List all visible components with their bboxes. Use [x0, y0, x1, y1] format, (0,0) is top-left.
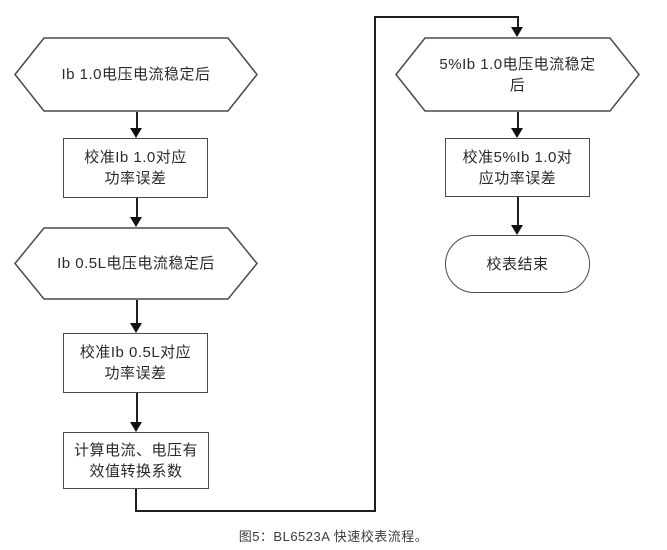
arrow-shaft: [136, 112, 138, 129]
flow-arrow-down: [130, 198, 143, 227]
arrow-shaft: [517, 197, 519, 226]
connector-segment-down: [135, 489, 137, 512]
node-terminator-calibration-end: 校表结束: [445, 235, 590, 293]
figure-caption: 图5：BL6523A 快速校表流程。: [238, 529, 429, 544]
node-hex-ib-0-5l-stable: Ib 0.5L电压电流稳定后: [14, 227, 258, 300]
node-label: Ib 0.5L电压电流稳定后: [57, 255, 215, 272]
arrow-head-icon: [130, 128, 142, 138]
node-process-calibrate-ib-0-5l: 校准Ib 0.5L对应 功率误差: [63, 333, 208, 393]
hexagon-shape: [14, 37, 258, 112]
node-label: 5%Ib 1.0电压电流稳定 后: [439, 55, 596, 94]
hexagon-shape: [395, 37, 640, 112]
arrow-shaft: [517, 112, 519, 129]
arrow-shaft: [136, 300, 138, 324]
node-hex-5pct-ib-1-0-stable: 5%Ib 1.0电压电流稳定 后: [395, 37, 640, 112]
flow-arrow-down: [511, 112, 524, 138]
connector-segment-top: [374, 16, 518, 18]
arrow-shaft: [136, 393, 138, 423]
flow-arrow-down: [130, 300, 143, 333]
arrow-head-icon: [130, 323, 142, 333]
arrow-head-icon: [511, 128, 523, 138]
node-label: 校表结束: [486, 255, 549, 273]
arrow-head-icon: [511, 27, 523, 37]
arrow-head-icon: [130, 217, 142, 227]
arrow-shaft: [517, 16, 519, 28]
node-hex-ib-1-0-stable: Ib 1.0电压电流稳定后: [14, 37, 258, 112]
connector-segment-right: [135, 510, 375, 512]
arrow-head-icon: [511, 225, 523, 235]
node-process-compute-rms-coefficients: 计算电流、电压有 效值转换系数: [63, 432, 209, 489]
arrow-head-icon: [130, 422, 142, 432]
node-label: Ib 1.0电压电流稳定后: [61, 66, 211, 83]
flow-arrow-down: [130, 112, 143, 138]
connector-arrow-into-hex: [511, 16, 524, 37]
hexagon-shape: [14, 227, 258, 300]
node-process-calibrate-5pct-ib-1-0: 校准5%Ib 1.0对 应功率误差: [445, 138, 590, 197]
node-label: 计算电流、电压有 效值转换系数: [73, 441, 198, 480]
node-label: 校准Ib 1.0对应 功率误差: [84, 149, 187, 187]
flow-arrow-down: [130, 393, 143, 432]
connector-segment-riser: [374, 16, 376, 512]
node-label: 校准Ib 0.5L对应 功率误差: [79, 344, 192, 382]
flow-arrow-down: [511, 197, 524, 235]
arrow-shaft: [136, 198, 138, 218]
node-process-calibrate-ib-1-0: 校准Ib 1.0对应 功率误差: [63, 138, 208, 198]
node-label: 校准5%Ib 1.0对 应功率误差: [462, 148, 573, 187]
